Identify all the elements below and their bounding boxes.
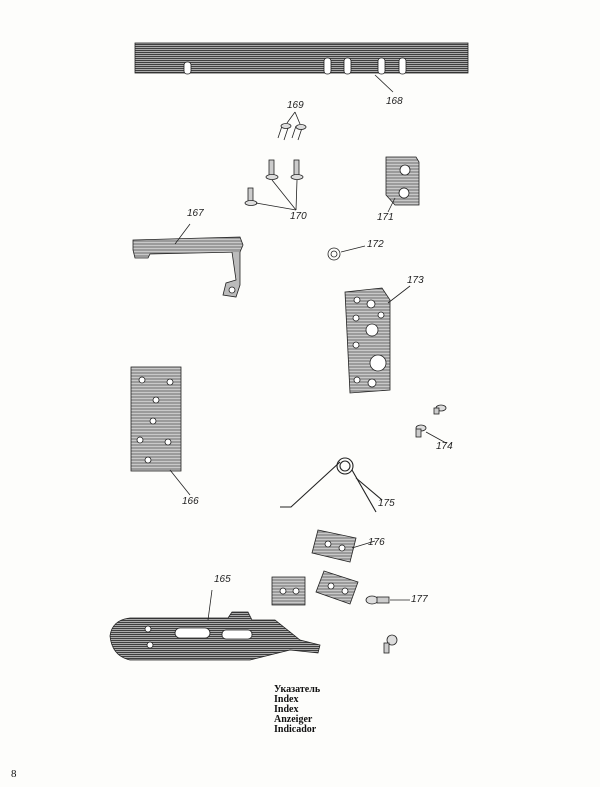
part-165-lever — [109, 589, 321, 661]
part-175-spring — [280, 457, 383, 513]
part-label-173: 173 — [407, 275, 424, 286]
part-173-plate — [344, 285, 411, 394]
part-177-screws — [365, 595, 410, 654]
part-label-167: 167 — [187, 208, 204, 219]
part-label-169: 169 — [287, 100, 304, 111]
part-172-washer — [327, 245, 366, 261]
caption-line: Указатель — [274, 684, 321, 695]
part-label-171: 171 — [377, 212, 394, 223]
part-168-bar — [134, 42, 469, 93]
caption-line: Index — [274, 704, 299, 715]
part-label-170: 170 — [290, 211, 307, 222]
part-170-screws — [244, 159, 304, 211]
part-166-plate — [130, 366, 191, 496]
part-174-screws — [415, 404, 447, 444]
part-label-177: 177 — [411, 594, 428, 605]
part-167-lever — [132, 223, 244, 298]
part-label-168: 168 — [386, 96, 403, 107]
index-caption: Указатель Index Index Anzeiger Indicador — [274, 685, 320, 735]
caption-line: Indicador — [274, 724, 317, 735]
caption-line: Index — [274, 694, 299, 705]
part-label-166: 166 — [182, 496, 199, 507]
part-171-plate — [385, 156, 420, 213]
part-label-174: 174 — [436, 441, 453, 452]
part-176-plates — [271, 529, 376, 606]
part-169-screws — [277, 111, 307, 141]
part-label-176: 176 — [368, 537, 385, 548]
page-number: 8 — [11, 768, 17, 780]
part-label-165: 165 — [214, 574, 231, 585]
caption-line: Anzeiger — [274, 714, 313, 725]
part-label-175: 175 — [378, 498, 395, 509]
part-label-172: 172 — [367, 239, 384, 250]
